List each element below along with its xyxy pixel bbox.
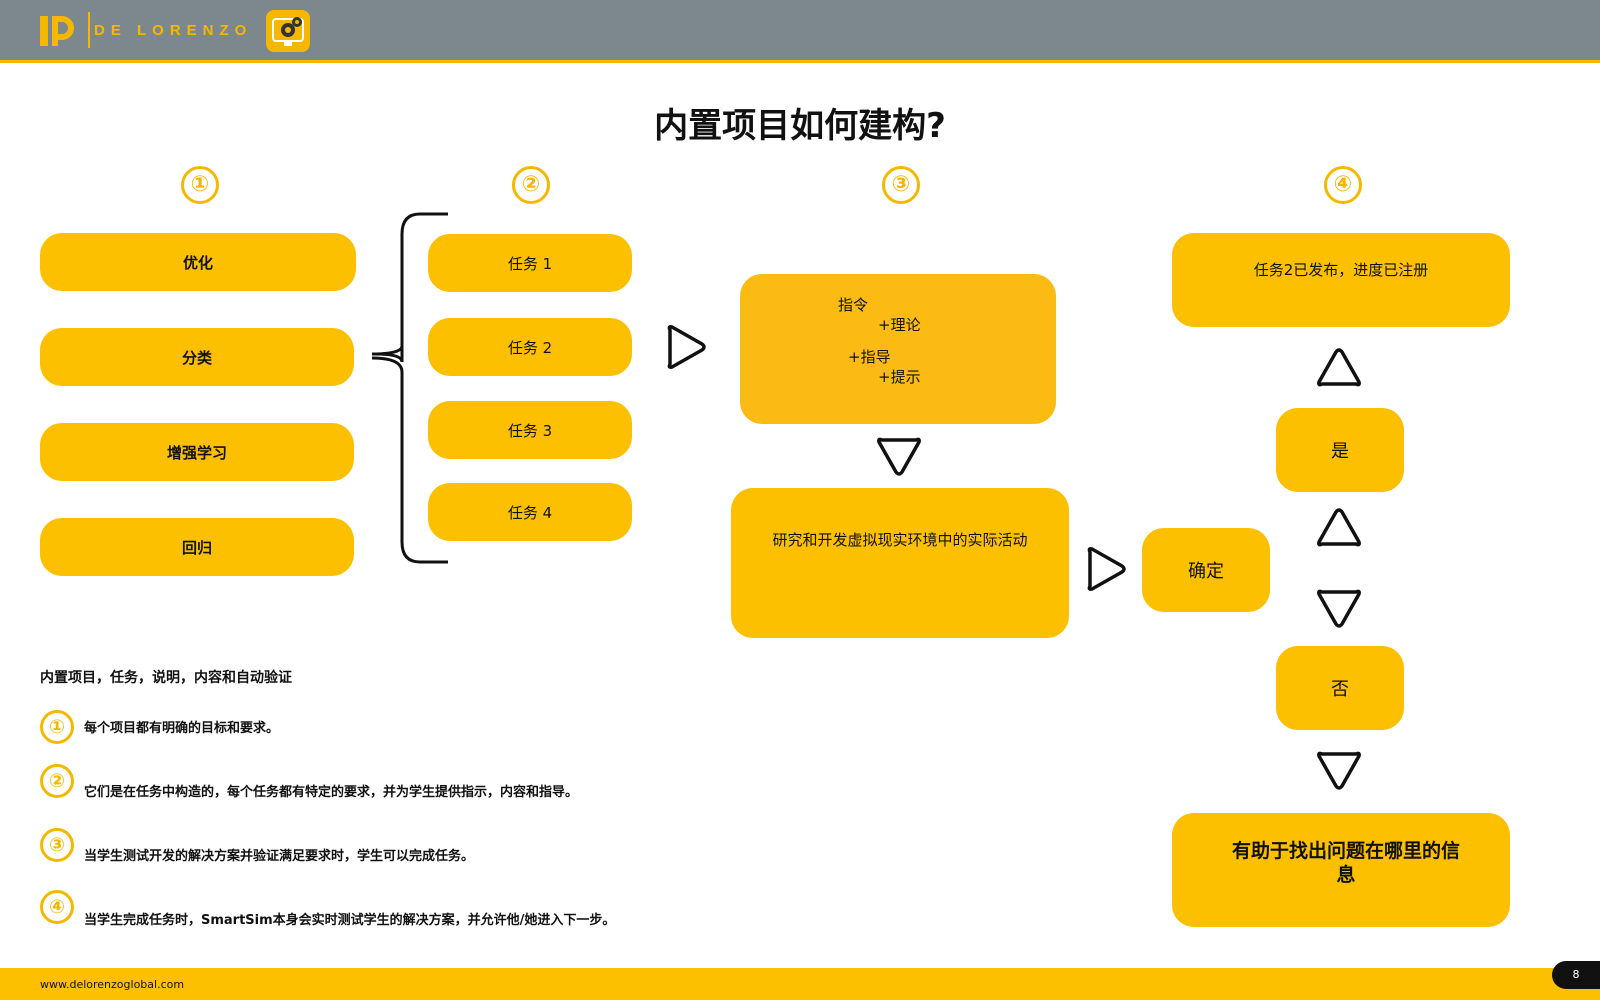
category-reinforcement-learning: 增强学习 [40,423,354,481]
task-3: 任务 3 [428,401,632,459]
category-regression: 回归 [40,518,354,576]
task-2: 任务 2 [428,318,632,376]
legend-number-1: ① [40,710,74,744]
legend-text-2: 它们是在任务中构造的，每个任务都有特定的要求，并为学生提供指示，内容和指导。 [84,785,579,800]
instruction-box: 指令 +理论 +指导 +提示 [740,274,1056,424]
instruction-hints: +提示 [878,368,921,386]
task-1: 任务 1 [428,234,632,292]
arrow-down-icon-2 [1317,589,1361,628]
legend-number-2: ② [40,764,74,798]
gear-monitor-icon [266,10,310,52]
confirm-box: 确定 [1142,528,1270,612]
arrow-right-icon [667,325,706,369]
instruction-theory: +理论 [878,316,921,334]
yes-box: 是 [1276,408,1404,492]
step-number-4: ④ [1324,166,1362,204]
activity-box: 研究和开发虚拟现实环境中的实际活动 [731,488,1069,638]
arrow-down-icon-3 [1317,751,1361,790]
arrow-right-icon-2 [1087,547,1126,591]
brand-name: DE LORENZO [94,22,253,39]
logo-divider [88,12,90,48]
arrow-up-icon [1317,348,1361,387]
dl-logo-icon [40,16,80,46]
info-text: 有助于找出问题在哪里的信息 [1231,840,1460,886]
no-box: 否 [1276,646,1404,730]
brace-connector [372,212,448,564]
step-number-2: ② [512,166,550,204]
legend-text-1: 每个项目都有明确的目标和要求。 [84,721,280,736]
footer-website-link[interactable]: www.delorenzoglobal.com [40,978,185,991]
instruction-guidance: +指导 [848,348,891,366]
arrow-up-icon-2 [1317,508,1361,547]
legend-text-3: 当学生测试开发的解决方案并验证满足要求时，学生可以完成任务。 [84,849,475,864]
step-number-1: ① [181,166,219,204]
arrow-down-icon [877,437,921,476]
legend-number-4: ④ [40,890,74,924]
published-text: 任务2已发布，进度已注册 [1253,261,1429,279]
instruction-label: 指令 [838,296,869,314]
footer-bar [0,968,1600,1000]
category-optimization: 优化 [40,233,356,291]
legend-text-4: 当学生完成任务时，SmartSim本身会实时测试学生的解决方案，并允许他/她进入… [84,913,616,928]
page-number: 8 [1552,961,1600,989]
step-number-3: ③ [882,166,920,204]
legend-number-3: ③ [40,828,74,862]
info-box: 有助于找出问题在哪里的信息 [1172,813,1510,927]
category-classification: 分类 [40,328,354,386]
page-title: 内置项目如何建构? [654,106,946,146]
task-4: 任务 4 [428,483,632,541]
published-box: 任务2已发布，进度已注册 [1172,233,1510,327]
activity-text: 研究和开发虚拟现实环境中的实际活动 [772,531,1028,549]
legend-heading: 内置项目，任务，说明，内容和自动验证 [40,670,292,686]
